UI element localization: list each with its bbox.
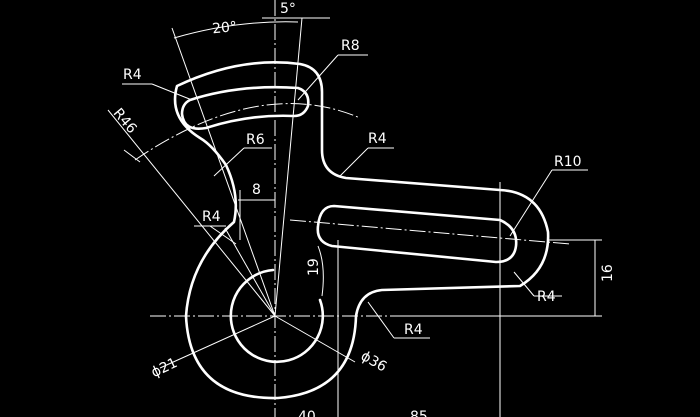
dim-label-r4-slot: R4 — [537, 289, 556, 305]
dim-label-r4-top-left: R4 — [123, 67, 142, 83]
dim-r4-top-leader — [151, 83, 193, 101]
dim-label-r8: R8 — [341, 38, 360, 54]
dim-r4-bottom-leader — [367, 301, 395, 339]
dim-label-angle-5: 5° — [280, 1, 296, 17]
part-outline — [173, 61, 550, 400]
radial-phi21-line — [159, 315, 276, 369]
dim-label-19: 19 — [306, 258, 322, 276]
radial-5deg-line — [274, 17, 303, 317]
dim-label-angle-20: 20° — [211, 19, 237, 38]
top-arc-slot — [180, 85, 310, 130]
dim-label-r6: R6 — [246, 132, 265, 148]
dim-r46-tick — [123, 149, 141, 163]
r46-center-arc — [134, 103, 361, 161]
dim-label-r4-left: R4 — [202, 209, 221, 225]
dim-r4-right-leader — [339, 147, 369, 177]
dim-label-r46: R46 — [110, 105, 140, 136]
inner-circle-phi21 — [229, 268, 325, 364]
dim-r10-leader — [509, 169, 553, 237]
dim-19-arc — [317, 245, 324, 297]
dim-r6-leader — [213, 147, 245, 177]
main-profile — [173, 61, 550, 400]
dim-label-8: 8 — [252, 182, 261, 198]
dim-r4-left-leader — [209, 225, 237, 245]
dim-label-phi36: ϕ36 — [358, 348, 390, 375]
dim-label-40: 40 — [298, 409, 316, 417]
dim-label-phi21: ϕ21 — [149, 355, 180, 381]
dim-label-r10: R10 — [554, 154, 582, 170]
dim-20deg-arc — [173, 21, 299, 39]
dim-label-r4-bottom: R4 — [404, 322, 423, 338]
radial-phi36-line — [274, 315, 356, 363]
dim-label-85: 85 — [410, 409, 428, 417]
slot-center-line — [289, 219, 571, 245]
radial-20deg-line — [171, 27, 276, 317]
horizontal-slot — [316, 204, 518, 264]
dim-label-16: 16 — [600, 264, 616, 282]
dim-label-r4-right: R4 — [368, 131, 387, 147]
